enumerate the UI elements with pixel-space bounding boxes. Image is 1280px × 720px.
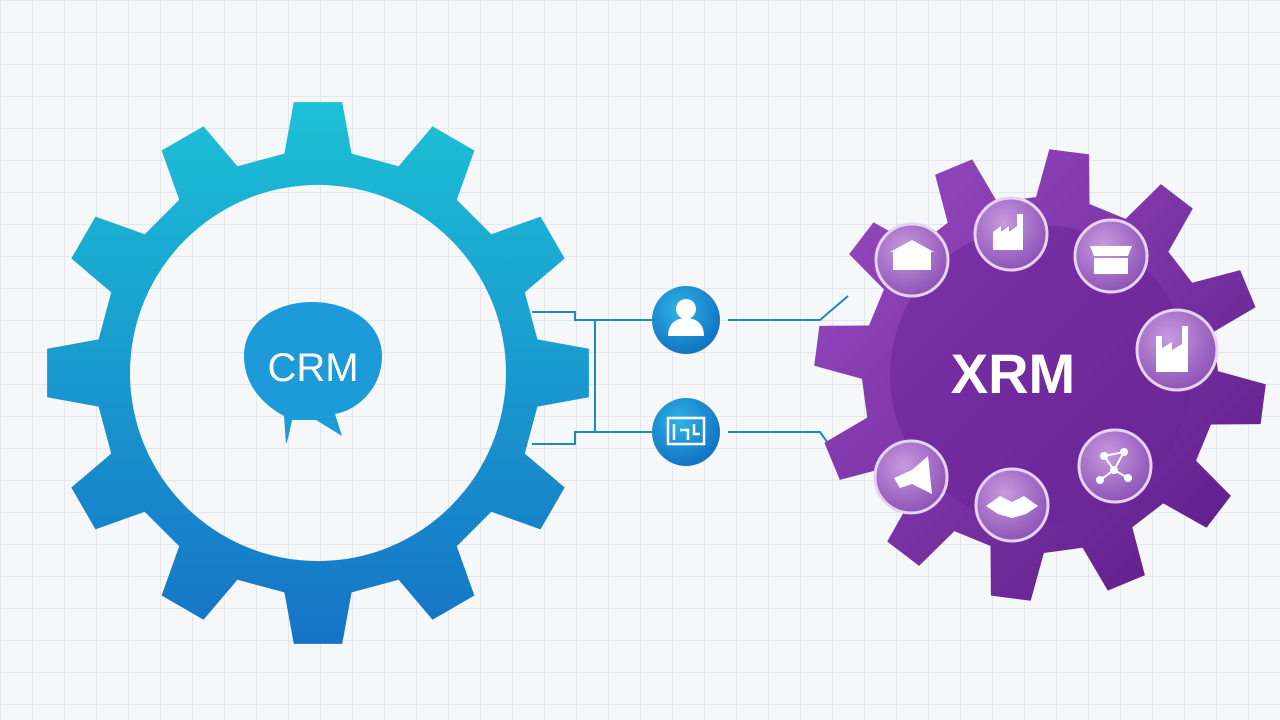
handshake-icon (986, 496, 1038, 518)
xrm-badge-network-nodes (1077, 428, 1153, 504)
storefront-icon (1090, 246, 1132, 274)
crm-badge: CRM (244, 302, 382, 444)
connector-line-bottom (532, 431, 652, 445)
xrm-badge-industrial-plant (1135, 308, 1219, 392)
connector-line-top (532, 311, 652, 321)
network-nodes-icon (1096, 448, 1132, 484)
xrm-label: XRM (951, 342, 1075, 405)
connector-node-user (652, 286, 720, 354)
connector-line-bottom-right (728, 431, 841, 461)
xrm-badge-factory (973, 196, 1049, 272)
warehouse-icon (890, 240, 934, 270)
user-icon (668, 299, 704, 336)
factory-icon (993, 214, 1023, 250)
crm-gear-body (47, 102, 589, 644)
industrial-plant-icon (1156, 326, 1188, 372)
xrm-badge-warehouse (874, 222, 950, 298)
xrm-badge-megaphone (873, 439, 949, 515)
connector-node-blueprint-circle (652, 398, 720, 466)
connector-lines (532, 295, 849, 461)
xrm-badge-storefront (1073, 218, 1149, 294)
blueprint-icon (666, 416, 706, 446)
xrm-badge-handshake (974, 467, 1050, 543)
crm-gear (47, 102, 589, 644)
megaphone-icon (894, 456, 932, 494)
speech-bubble-icon (244, 302, 382, 444)
crm-label: CRM (267, 346, 358, 390)
connector-line-top-right (728, 295, 849, 321)
connector-node-blueprint (652, 398, 720, 466)
